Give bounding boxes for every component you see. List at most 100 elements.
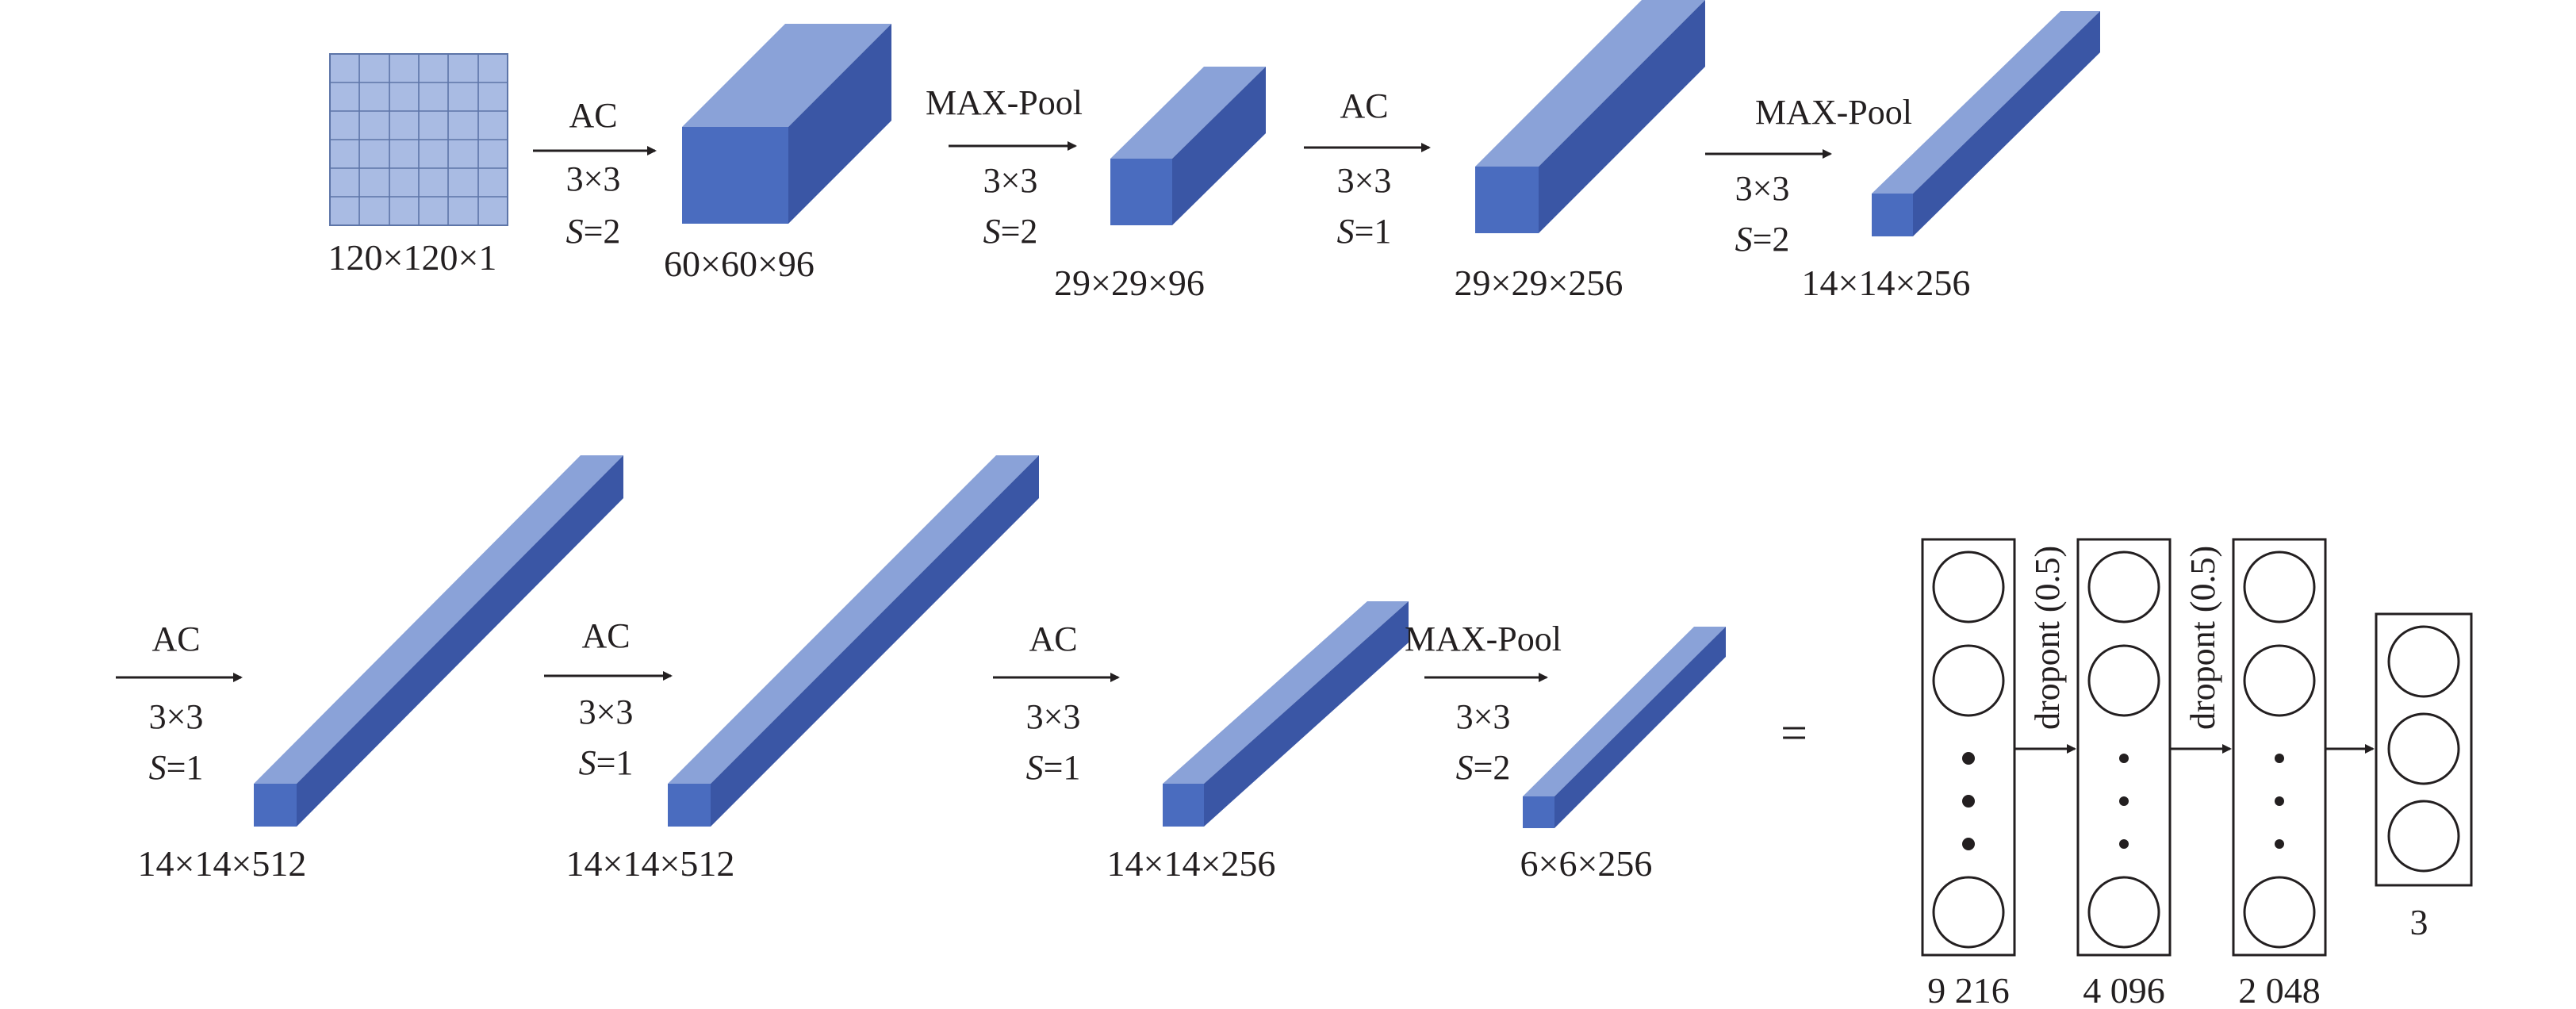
op-name: AC [581,616,630,655]
op-kernel: 3×3 [149,697,204,736]
block-label: 29×29×256 [1455,263,1623,303]
feature-block-14x14x512-b [668,455,1039,827]
op-stride: S=2 [1456,748,1511,787]
block-side [1913,11,2100,236]
op-stride: S=2 [1735,220,1790,259]
block-label: 29×29×96 [1054,263,1205,303]
block-front [1475,167,1539,233]
op-kernel: 3×3 [1456,697,1511,736]
fc-size-label: 3 [2410,902,2428,942]
op-kernel: 3×3 [566,159,621,198]
block-label: 14×14×256 [1802,263,1971,303]
ellipsis-dot [2119,839,2129,849]
op-r2-2: AC 3×3 S=1 [544,616,673,782]
op-r2-3: AC 3×3 S=1 [993,620,1120,787]
ellipsis-dot [2119,796,2129,806]
op-stride: S=1 [1026,748,1081,787]
block-side [1554,627,1726,828]
op-r2-4: MAX-Pool 3×3 S=2 [1405,620,1562,787]
block-front [1163,784,1204,827]
neuron [1932,876,2005,949]
op-name: MAX-Pool [1755,93,1912,132]
input-image-grid [329,53,508,226]
op-kernel: 3×3 [1337,161,1392,200]
ellipsis-dot [2275,839,2284,849]
ellipsis-dot [2275,796,2284,806]
op-name: AC [151,620,200,658]
block-top [1475,0,1705,167]
fc-layer-2 [2076,538,2172,957]
op-r1-1: AC 3×3 S=2 [533,96,657,251]
block-top [1523,627,1726,796]
fc-layer-3 [2232,538,2327,957]
op-name: MAX-Pool [1405,620,1562,658]
block-side [1539,0,1705,233]
ellipsis-dot [2119,754,2129,763]
neuron [2087,551,2160,623]
op-name: AC [569,96,617,135]
op-name: AC [1340,86,1388,125]
block-top [668,455,1039,784]
feature-block-14x14x512-a [254,455,623,827]
block-top [254,455,623,784]
block-top [1872,11,2100,194]
neuron [1932,644,2005,717]
feature-block-14x14x256-r2 [1163,601,1409,827]
block-label: 14×14×512 [138,843,307,884]
fc-layer-box [2232,538,2327,957]
neuron [2387,712,2460,785]
input-grid-lines [330,54,508,225]
feature-block-6x6x256 [1523,627,1726,828]
feature-block-14x14x256 [1872,11,2100,236]
op-kernel: 3×3 [983,161,1038,200]
block-label: 6×6×256 [1520,843,1653,884]
op-r1-3: AC 3×3 S=1 [1304,86,1431,251]
block-top [1110,67,1266,159]
block-side [1172,67,1266,225]
ellipsis-dot [1962,795,1975,808]
op-stride: S=1 [149,748,204,787]
block-front [1523,796,1554,828]
equals-sign: = [1781,707,1807,759]
fc-layer-box [2375,612,2473,887]
neuron [2087,644,2160,717]
block-front [668,784,711,827]
op-stride: S=1 [1337,212,1392,251]
feature-block-29x29x96 [1110,67,1266,225]
op-stride: S=2 [566,212,621,251]
op-stride: S=1 [579,743,634,782]
block-front [1872,194,1913,236]
neuron [2087,876,2160,949]
neuron [2243,644,2316,717]
block-top [682,24,891,127]
fc-layer-1 [1921,538,2016,957]
op-r1-2: MAX-Pool 3×3 S=2 [926,83,1083,251]
block-front [1110,159,1172,225]
neuron [2387,800,2460,873]
neuron [1932,551,2005,623]
feature-block-29x29x256 [1475,0,1705,233]
fc-layer-box [2076,538,2172,957]
op-r1-4: MAX-Pool 3×3 S=2 [1705,93,1912,259]
op-kernel: 3×3 [1735,169,1790,208]
block-side [1204,601,1409,827]
ellipsis-dot [1962,752,1975,765]
fc-output-layer [2375,612,2473,887]
block-label: 14×14×512 [566,843,735,884]
block-label: 60×60×96 [664,244,815,284]
fc-size-label: 9 216 [1927,970,2010,1009]
block-label: 14×14×256 [1107,843,1276,884]
neuron [2243,551,2316,623]
feature-block-60x60x96 [682,24,891,224]
block-top [1163,601,1409,784]
block-side [788,24,891,224]
block-front [682,127,788,224]
op-kernel: 3×3 [579,692,634,731]
op-name: MAX-Pool [926,83,1083,122]
block-side [711,455,1039,827]
input-size-label: 120×120×1 [328,237,497,278]
fc-size-label: 4 096 [2083,970,2165,1009]
dropout-label: dropont (0.5) [2183,546,2222,730]
